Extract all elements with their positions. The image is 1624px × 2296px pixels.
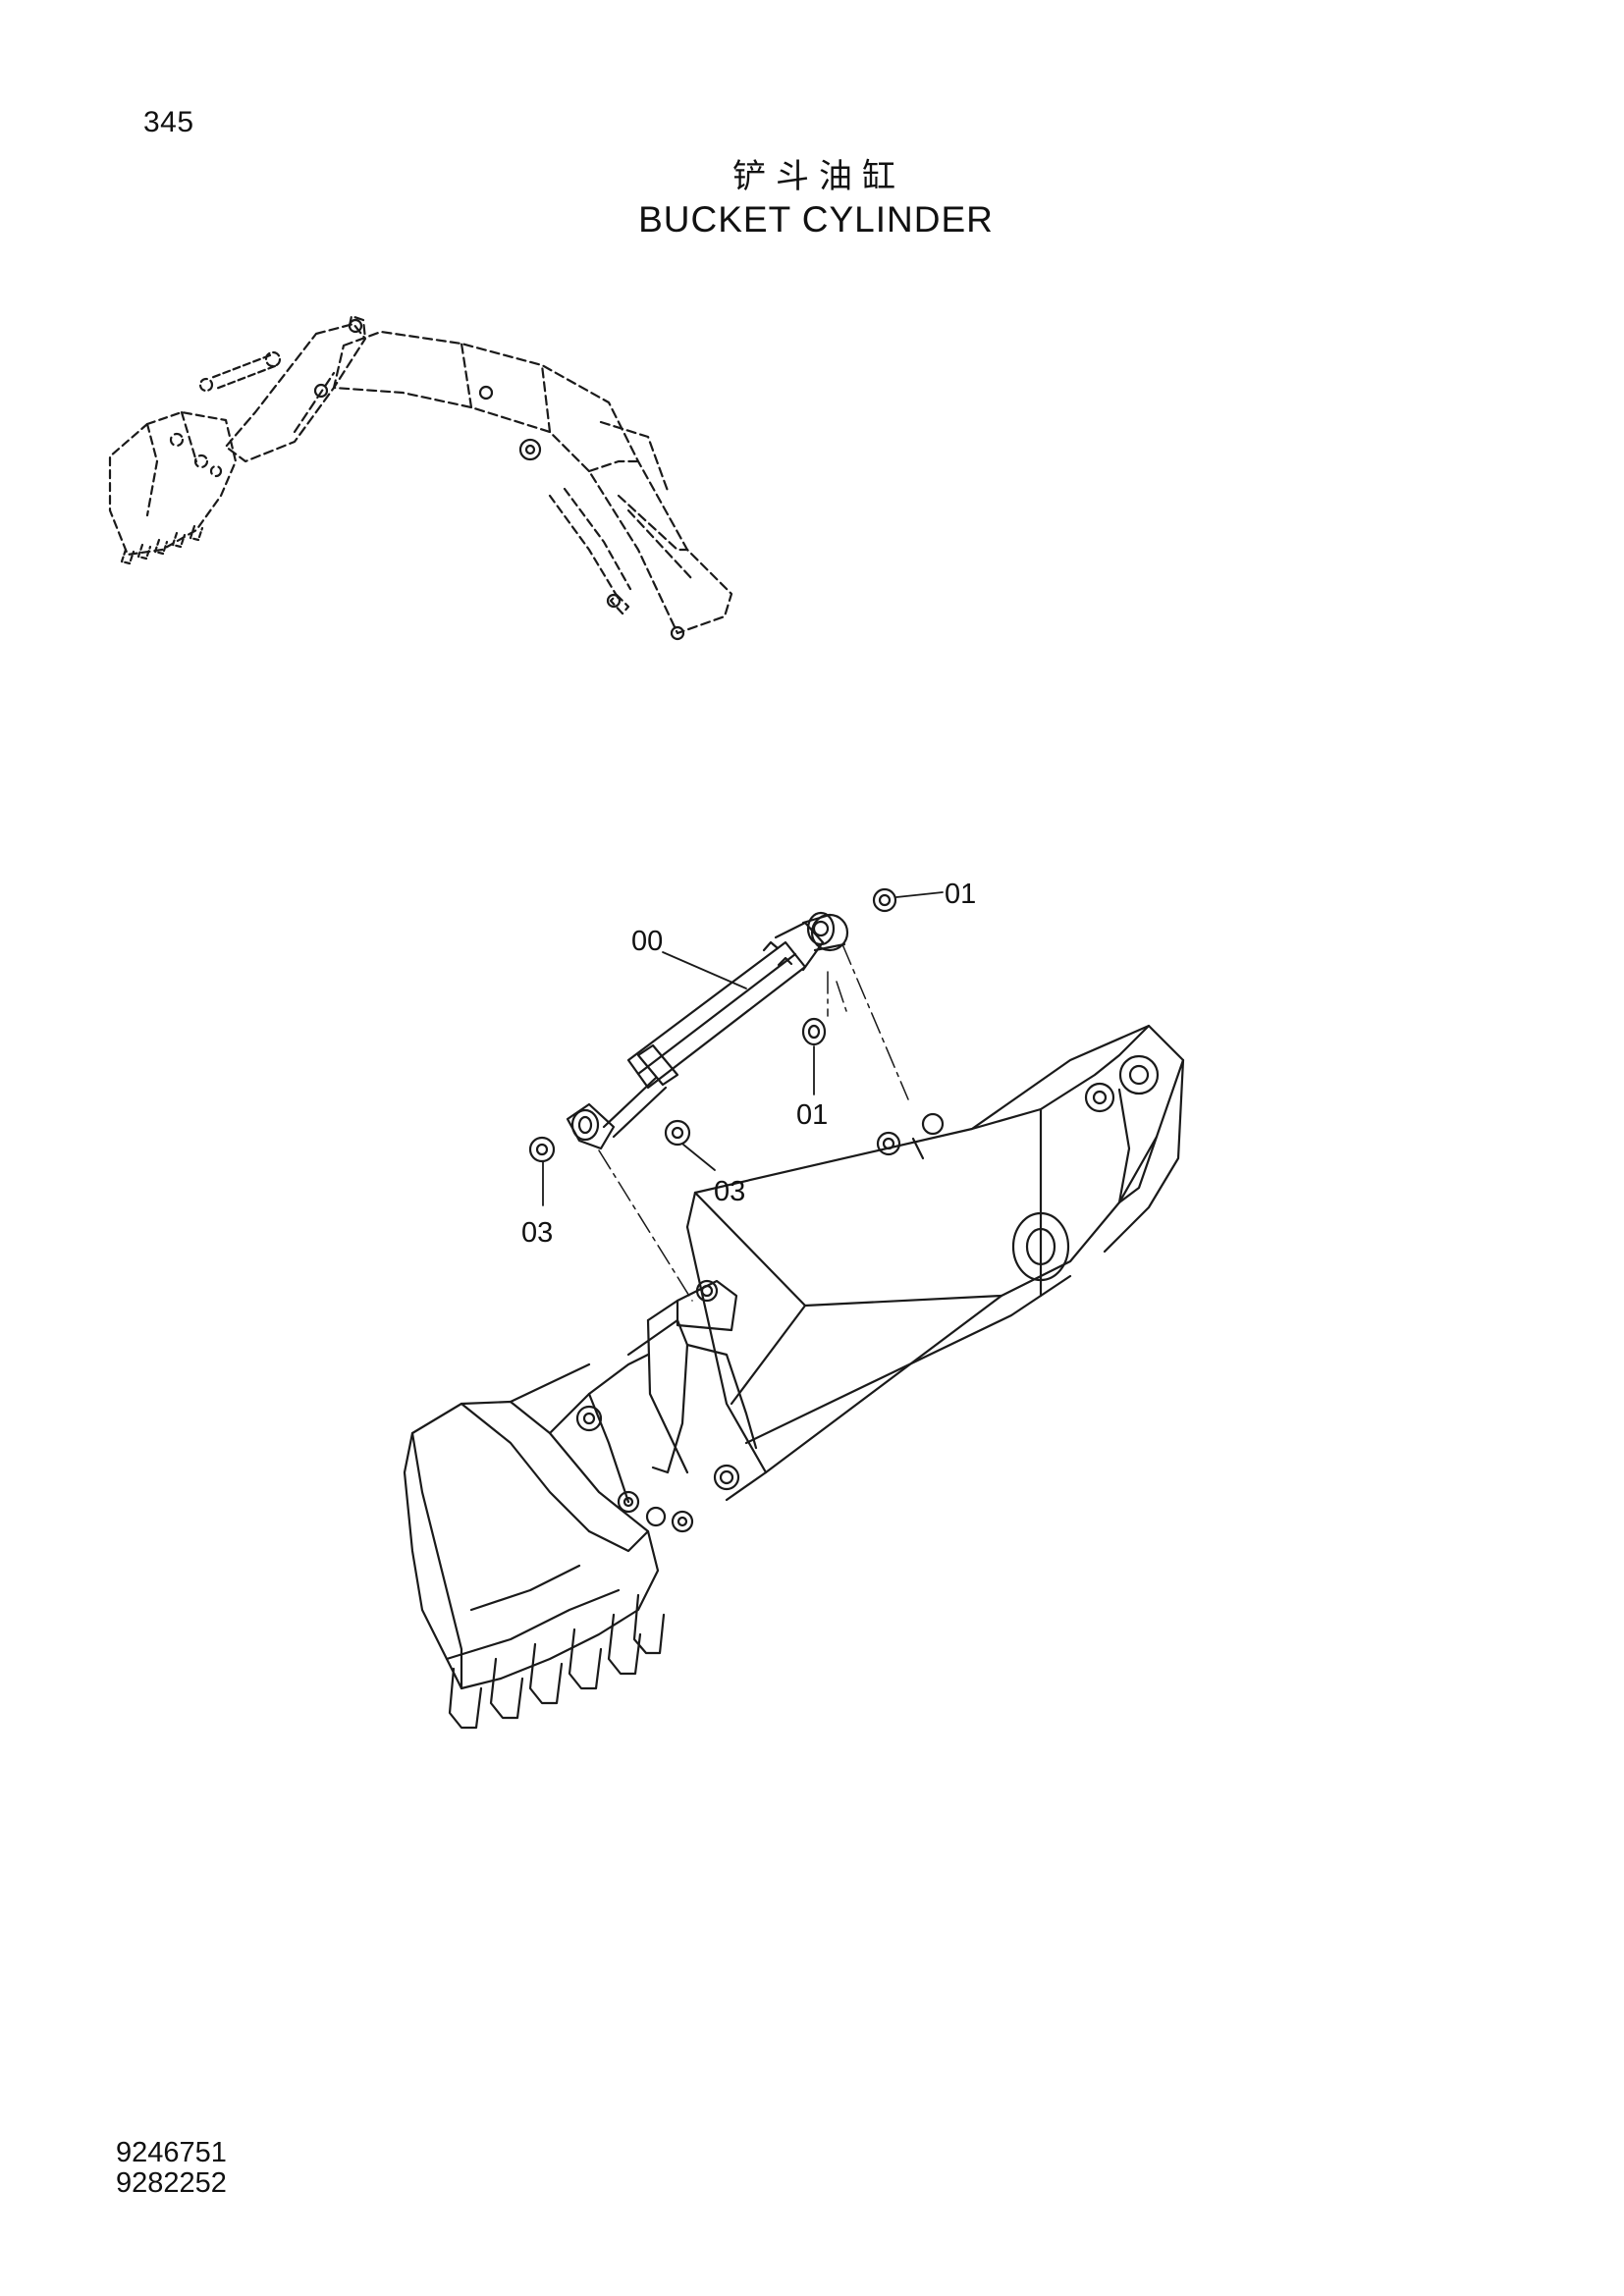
bucket	[403, 1353, 667, 1690]
seal-03-left	[528, 1136, 556, 1163]
overview-boom	[332, 330, 733, 635]
callout-03-left: 03	[521, 1217, 553, 1249]
overview-pins	[313, 318, 685, 641]
page-number: 345	[143, 106, 194, 138]
seal-03-right	[664, 1119, 691, 1147]
callout-labels: 00 01 01 03 03	[521, 879, 976, 1249]
bucket-link	[626, 1279, 758, 1533]
callout-01-mid: 01	[796, 1099, 828, 1131]
page-title-chinese: 铲斗油缸	[732, 157, 905, 196]
arm	[685, 1024, 1185, 1502]
bucket-teeth	[448, 1593, 666, 1730]
part-number: 9246751	[116, 2137, 227, 2168]
overview-bucket	[108, 410, 238, 557]
bucket-cylinder-assembly	[566, 911, 849, 1150]
callout-03-right: 03	[714, 1176, 745, 1207]
overview-boom-cylinder	[548, 487, 632, 615]
seal-01-mid	[801, 1017, 827, 1046]
page-title: BUCKET CYLINDER	[638, 199, 994, 240]
part-number: 9282252	[116, 2167, 227, 2199]
seal-01-top	[872, 887, 897, 913]
callout-01-top: 01	[945, 879, 976, 910]
assembly-guide-lines	[598, 943, 909, 1302]
overview-bucket-teeth	[120, 524, 204, 565]
part-number-list: 9246751 9282252	[116, 2138, 227, 2199]
callout-00: 00	[631, 926, 663, 957]
overview-bucket-cylinder	[198, 350, 282, 393]
overview-front-attachment	[108, 314, 733, 641]
leader-lines	[542, 891, 944, 1206]
seal-rings	[528, 887, 897, 1163]
